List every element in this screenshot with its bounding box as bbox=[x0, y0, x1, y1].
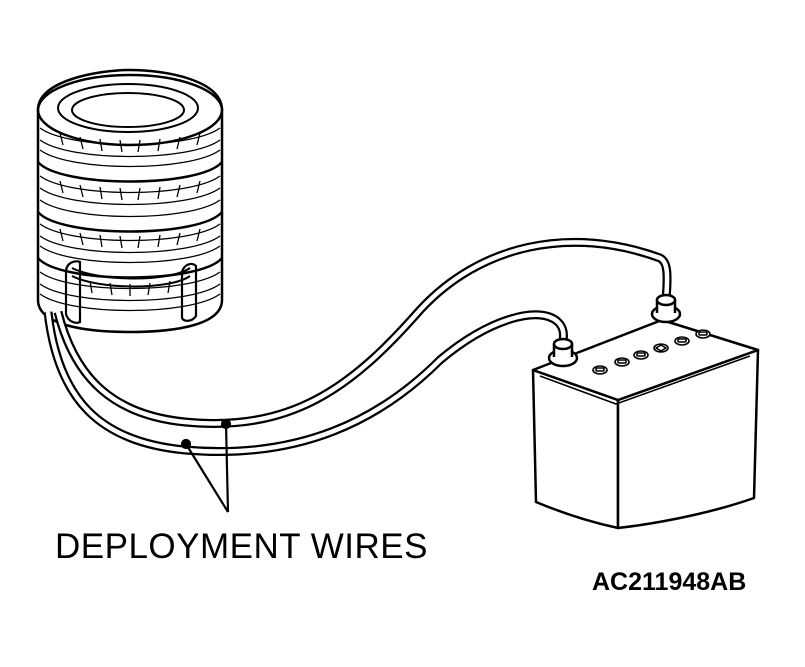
battery-top-face bbox=[531, 318, 760, 402]
leader-dot-b bbox=[220, 418, 232, 430]
deployment-wire-b-core bbox=[45, 311, 566, 454]
tire-seam-2 bbox=[37, 211, 223, 233]
battery-top-rim bbox=[539, 355, 751, 405]
tire-seam-1 bbox=[37, 161, 223, 183]
tire-tread-pattern bbox=[39, 127, 221, 312]
leader-dot-a bbox=[180, 438, 192, 450]
tire-stack bbox=[36, 68, 224, 334]
deployment-wires bbox=[43, 237, 672, 457]
battery bbox=[531, 293, 760, 530]
battery-side-face bbox=[616, 348, 760, 530]
deployment-wire-a-core bbox=[55, 240, 670, 426]
tire-strap-right bbox=[180, 262, 198, 322]
battery-terminal-far bbox=[650, 293, 682, 324]
tire-seam-3 bbox=[37, 257, 223, 279]
tire-strap-left bbox=[64, 260, 82, 324]
tire-strap-band bbox=[71, 267, 191, 288]
label-leader-lines bbox=[180, 418, 232, 513]
battery-vent-caps bbox=[592, 329, 711, 375]
battery-terminal-near bbox=[547, 337, 579, 368]
figure-code-label: AC211948AB bbox=[592, 568, 747, 596]
tire-bore bbox=[71, 92, 185, 128]
deployment-wires-label: DEPLOYMENT WIRES bbox=[55, 527, 428, 566]
